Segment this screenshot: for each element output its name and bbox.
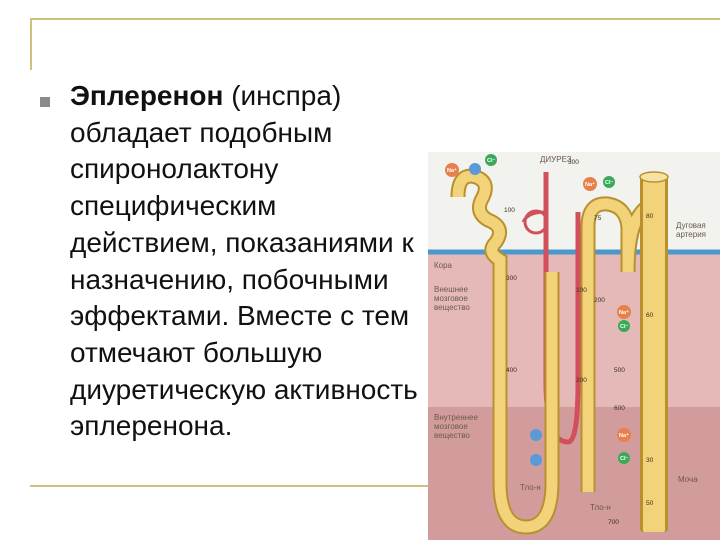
- ion-cluster-icon: [469, 163, 481, 175]
- slide-body-text: Эплеренон (инспра) обладает подобным спи…: [70, 78, 420, 445]
- frame-left-line: [30, 18, 32, 70]
- nephron-diagram: Na⁺ Cl⁻ Na⁺ Cl⁻ Na⁺ Cl⁻ Na⁺ Cl⁻ ДИУРЕЗ Д…: [428, 152, 720, 540]
- ion-na-label: Na⁺: [447, 167, 457, 174]
- ion-cl4-icon: [618, 452, 630, 464]
- ion-cl2-label: Cl⁻: [605, 180, 614, 186]
- label-urine: Моча: [678, 475, 698, 484]
- drug-name: Эплеренон: [70, 80, 224, 111]
- num-500: 500: [614, 367, 625, 374]
- label-diuresis: ДИУРЕЗ: [540, 155, 572, 164]
- num-200b: 200: [594, 297, 605, 304]
- water2-icon: [530, 454, 542, 466]
- ion-cl-icon: [485, 154, 497, 166]
- ion-cl2-icon: [603, 176, 615, 188]
- ion-na2-label: Na⁺: [585, 181, 595, 188]
- num-100: 100: [504, 207, 515, 214]
- ion-na-icon: [445, 163, 459, 177]
- collecting-duct: [643, 177, 665, 532]
- frame-bottom-line: [30, 485, 430, 487]
- proximal-tubule-fill: [452, 170, 558, 533]
- label-inner-1: Внутреннее: [434, 413, 479, 422]
- label-outer-2: мозговое: [434, 294, 468, 303]
- label-cortex: Кора: [434, 261, 453, 270]
- num-60: 60: [646, 312, 654, 319]
- ion-cl4-label: Cl⁻: [620, 456, 629, 462]
- num-100b: 100: [576, 287, 587, 294]
- num-300a: 300: [506, 275, 517, 282]
- distal-tubule-fill: [582, 198, 656, 492]
- outer-medulla-zone: [428, 252, 720, 407]
- glomerulus: [523, 209, 549, 235]
- num-30: 30: [646, 457, 654, 464]
- num-80: 80: [646, 213, 654, 220]
- frame-top-line: [30, 18, 720, 20]
- label-outer-3: вещество: [434, 303, 470, 312]
- label-loop-left: Тло-н: [520, 483, 541, 492]
- collecting-duct-top: [639, 171, 669, 183]
- ion-na4-icon: [617, 428, 631, 442]
- label-inner-2: мозговое: [434, 422, 468, 431]
- num-75: 75: [594, 215, 602, 222]
- label-arcuate-2: артерия: [676, 230, 706, 239]
- bullet-marker: [40, 97, 50, 107]
- label-loop-right: Тло-н: [590, 503, 611, 512]
- ion-na3-icon: [617, 305, 631, 319]
- ion-cl-label: Cl⁻: [487, 158, 496, 164]
- num-50: 50: [646, 500, 654, 507]
- body-description: (инспра) обладает подобным спиронолактон…: [70, 80, 418, 442]
- ion-cl3-icon: [618, 320, 630, 332]
- label-arcuate: Дуговая: [676, 221, 706, 230]
- label-outer-1: Внешнее: [434, 285, 468, 294]
- ion-na4-label: Na⁺: [619, 432, 629, 439]
- water-icon: [530, 429, 542, 441]
- num-200: 200: [576, 377, 587, 384]
- num-600: 600: [614, 405, 625, 412]
- label-inner-3: вещество: [434, 431, 470, 440]
- ion-cl3-label: Cl⁻: [620, 324, 629, 330]
- ion-na3-label: Na⁺: [619, 309, 629, 316]
- num-300b: 300: [568, 159, 579, 166]
- num-400: 400: [506, 367, 517, 374]
- num-700: 700: [608, 519, 619, 526]
- ion-na2-icon: [583, 177, 597, 191]
